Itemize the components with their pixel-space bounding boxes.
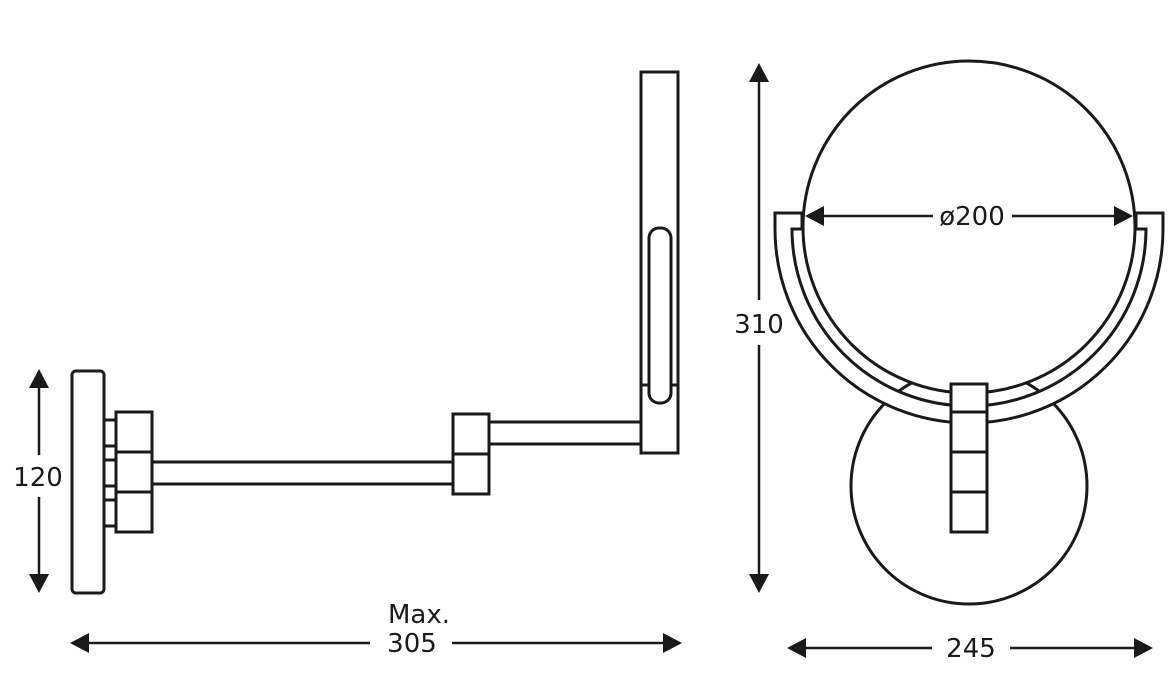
stem-segment (949, 490, 989, 534)
dimension-diameter-200: ø200 (805, 202, 1133, 232)
pivot-knuckle (114, 450, 154, 494)
mount-spacer (102, 418, 118, 448)
stem-segment (949, 410, 989, 454)
middle-pivot (451, 452, 491, 496)
stem-segment (949, 382, 989, 414)
dimension-label-height: 120 (13, 463, 63, 493)
pivot-knuckle (114, 410, 154, 454)
middle-pivot (451, 412, 491, 456)
dimension-length-305: Max. 305 (70, 600, 682, 659)
dimension-label-diameter: ø200 (939, 202, 1005, 232)
front-view (773, 59, 1165, 606)
dimension-label-width: 245 (946, 634, 996, 664)
wall-plate (70, 369, 106, 595)
mirror-frame (773, 211, 1165, 425)
dimension-label-total-height: 310 (734, 310, 784, 340)
dimension-label-length: 305 (387, 629, 437, 659)
pivot-knuckle (114, 490, 154, 534)
dimension-width-245: 245 (787, 634, 1153, 664)
mount-spacer (102, 498, 118, 528)
upper-arm (487, 420, 643, 446)
dimension-height-120: 120 (13, 369, 63, 593)
dimension-height-310: 310 (734, 63, 784, 593)
mount-spacer (102, 458, 118, 488)
lower-arm (150, 460, 455, 486)
stem-segment (949, 450, 989, 494)
mirror-bracket (647, 226, 673, 405)
side-view (70, 70, 680, 595)
dimension-label-length-prefix: Max. (388, 600, 450, 630)
